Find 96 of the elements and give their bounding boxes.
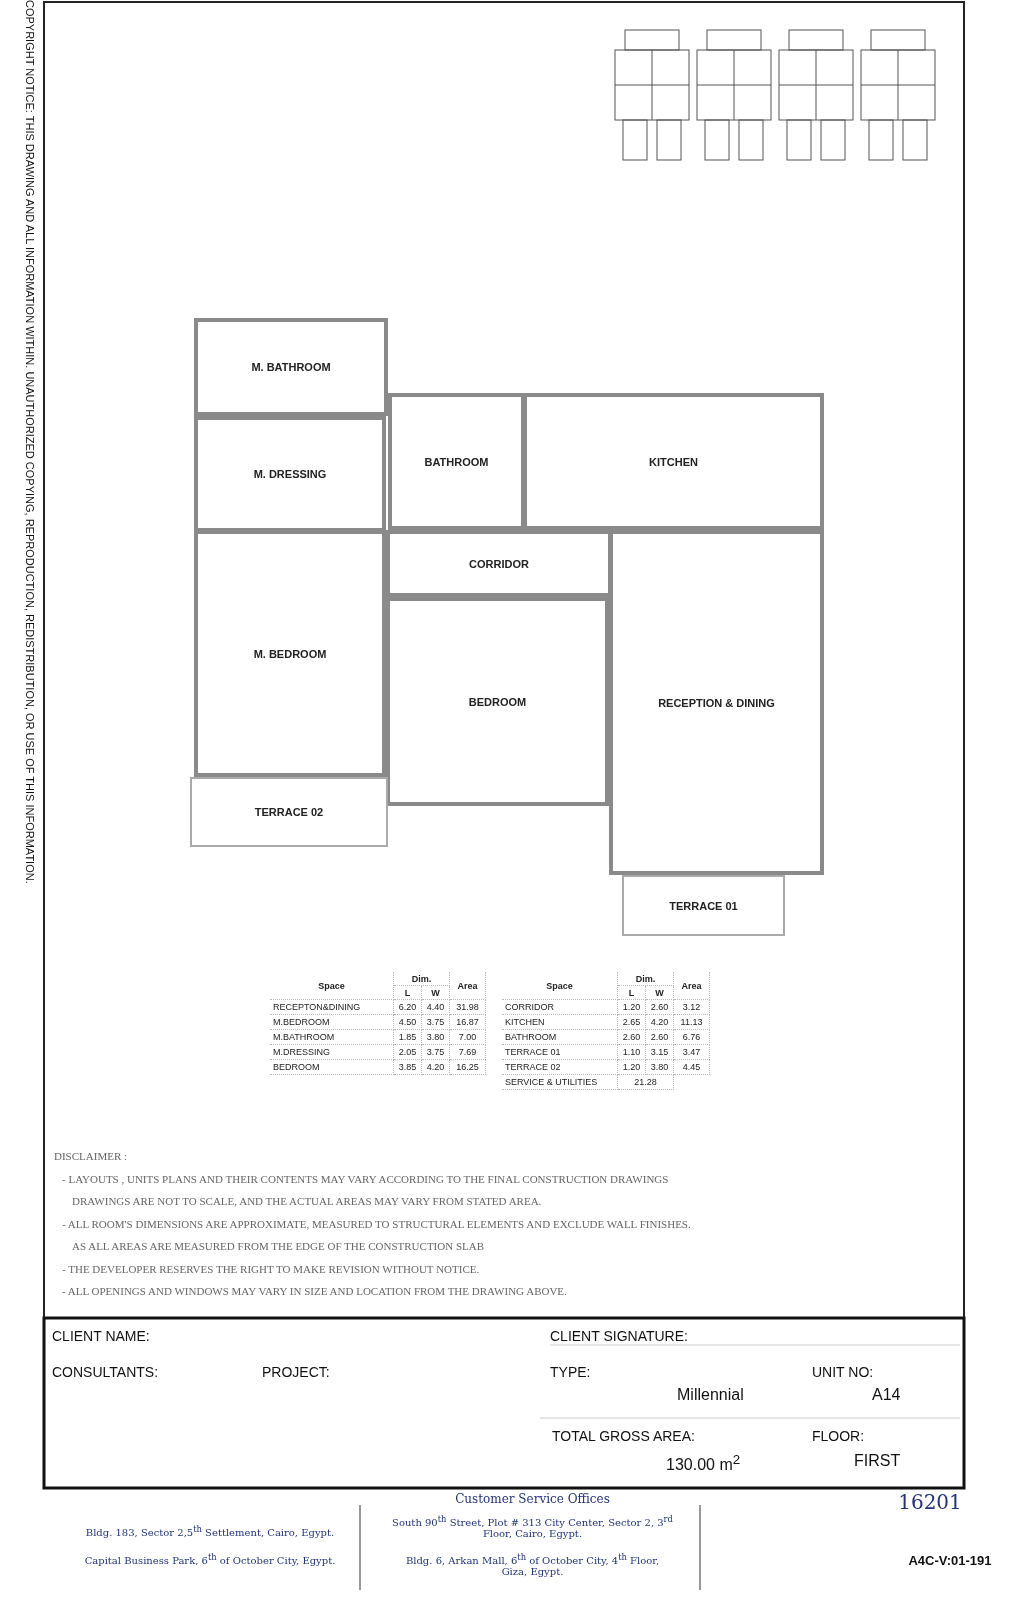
table-cell: 4.20 xyxy=(422,1060,450,1075)
field-label: UNIT NO: xyxy=(812,1364,874,1380)
address-text: Bldg. 6, Arkan Mall, 6$^{th}$ of October City, 4$^{th}$ Floor, Giza, Egypt. xyxy=(404,1552,661,1578)
table-cell: 4.20 xyxy=(646,1015,674,1030)
room-outline xyxy=(388,393,525,530)
room-label: M. BATHROOM xyxy=(251,361,331,373)
table-cell: RECEPTON&DINING xyxy=(270,1000,394,1015)
table-cell: 3.75 xyxy=(422,1015,450,1030)
room-label: CORRIDOR xyxy=(469,557,529,570)
room-label: RECEPTION & DINING xyxy=(658,696,775,709)
table-cell: 3.75 xyxy=(422,1045,450,1060)
field-value: A14 xyxy=(872,1386,901,1404)
field-label: TYPE: xyxy=(550,1364,591,1380)
table-cell: 11.13 xyxy=(674,1015,710,1030)
table-cell: 3.80 xyxy=(422,1030,450,1045)
table-cell: 2.60 xyxy=(618,1030,646,1045)
table-cell: 3.15 xyxy=(646,1045,674,1060)
field-value: Millennial xyxy=(677,1386,744,1404)
table-cell: 31.98 xyxy=(450,1000,486,1015)
address-text: Bldg. 183, Sector 2,5$^{th}$ Settlement, Cairo, Egypt. xyxy=(84,1524,336,1539)
disclaimer-text: - LAYOUTS , UNITS PLANS AND THEIR CONTENTS MAY VARY ACCORDING TO THE FINAL CONSTRUCTION DRAWINGS xyxy=(62,1172,669,1185)
table-cell: 1.10 xyxy=(618,1045,646,1060)
table-cell: 1.20 xyxy=(618,1060,646,1075)
table-cell: CORRIDOR xyxy=(502,1000,618,1015)
table-header: W xyxy=(646,986,674,1000)
table-cell: 4.40 xyxy=(422,1000,450,1015)
room-outline xyxy=(194,416,386,532)
room-label: BEDROOM xyxy=(468,695,527,708)
room-outline xyxy=(194,318,388,416)
address-text: South 90$^{th}$ Street, Plot # 313 City Center, Sector 2, 3$^{rd}$ Floor, Cairo, Egypt. xyxy=(391,1514,674,1540)
table-cell: 2.60 xyxy=(646,1000,674,1015)
table-cell: 4.45 xyxy=(674,1060,710,1075)
field-label: CLIENT NAME: xyxy=(52,1328,150,1344)
table-cell: M.BATHROOM xyxy=(270,1030,394,1045)
table-cell: 21.28 xyxy=(618,1075,674,1090)
table-cell: 16.87 xyxy=(450,1015,486,1030)
table-cell: M.DRESSING xyxy=(270,1045,394,1060)
field-label: FLOOR: xyxy=(812,1428,865,1444)
field-value: FIRST xyxy=(854,1452,901,1470)
room-label: M. DRESSING xyxy=(253,468,327,480)
disclaimer-text: - THE DEVELOPER RESERVES THE RIGHT TO MAKE REVISION WITHOUT NOTICE. xyxy=(62,1262,480,1275)
room-label: BATHROOM xyxy=(424,455,489,468)
table-cell: 1.85 xyxy=(394,1030,422,1045)
room-label: KITCHEN xyxy=(649,455,698,468)
room-outline xyxy=(523,393,824,530)
disclaimer-text: DISCLAIMER : xyxy=(54,1150,128,1162)
table-cell: 2.65 xyxy=(618,1015,646,1030)
document-code: A4C-V:01-191 xyxy=(907,1553,993,1568)
table-cell: 1.20 xyxy=(618,1000,646,1015)
table-cell: 3.12 xyxy=(674,1000,710,1015)
room-label: TERRACE 02 xyxy=(254,806,324,818)
table-cell: 3.85 xyxy=(394,1060,422,1075)
table-header: L xyxy=(618,986,646,1000)
table-cell: 6.76 xyxy=(674,1030,710,1045)
field-label: TOTAL GROSS AREA: xyxy=(552,1428,695,1444)
table-header: L xyxy=(394,986,422,1000)
table-cell: M.BEDROOM xyxy=(270,1015,394,1030)
table-cell: KITCHEN xyxy=(502,1015,618,1030)
field-label: CLIENT SIGNATURE: xyxy=(550,1328,688,1344)
hotline-number: 16201 xyxy=(897,1490,963,1514)
table-cell: 7.00 xyxy=(450,1030,486,1045)
table-header: W xyxy=(422,986,450,1000)
field-label: PROJECT: xyxy=(262,1364,330,1380)
table-cell: 3.47 xyxy=(674,1045,710,1060)
table-header: Area xyxy=(450,972,486,1000)
table-header: Space xyxy=(502,972,618,1000)
room-label: M. BEDROOM xyxy=(253,647,327,660)
table-header: Dim. xyxy=(618,972,674,986)
table-cell: 4.50 xyxy=(394,1015,422,1030)
copyright-notice: COPYRIGHT NOTICE: THIS DRAWING AND ALL INFORMATION WITHIN. UNAUTHORIZED COPYING, REPRODUCTION, REDISTRIBUTION, OR USE OF THIS INFORMATION. xyxy=(24,0,36,884)
table-cell: SERVICE & UTILITIES xyxy=(502,1075,618,1090)
terrace-outline xyxy=(190,777,388,847)
disclaimer-text: - ALL ROOM'S DIMENSIONS ARE APPROXIMATE, MEASURED TO STRUCTURAL ELEMENTS AND EXCLUDE WALL FINISHES. xyxy=(62,1217,691,1230)
table-header: Area xyxy=(674,972,710,1000)
table-cell: 2.05 xyxy=(394,1045,422,1060)
room-label: TERRACE 01 xyxy=(669,899,738,912)
table-cell: 6.20 xyxy=(394,1000,422,1015)
disclaimer-text: - ALL OPENINGS AND WINDOWS MAY VARY IN SIZE AND LOCATION FROM THE DRAWING ABOVE. xyxy=(62,1285,567,1297)
terrace-outline xyxy=(622,875,785,936)
room-outline xyxy=(194,530,386,777)
table-cell: BATHROOM xyxy=(502,1030,618,1045)
disclaimer-text: AS ALL AREAS ARE MEASURED FROM THE EDGE OF THE CONSTRUCTION SLAB xyxy=(72,1240,485,1252)
table-cell: 2.60 xyxy=(646,1030,674,1045)
table-cell: BEDROOM xyxy=(270,1060,394,1075)
table-cell: TERRACE 02 xyxy=(502,1060,618,1075)
field-label: CONSULTANTS: xyxy=(52,1364,159,1380)
table-cell: 16.25 xyxy=(450,1060,486,1075)
table-cell: 3.80 xyxy=(646,1060,674,1075)
office-heading: Customer Service Offices xyxy=(454,1492,611,1506)
table-header: Dim. xyxy=(394,972,450,986)
field-value: 130.00 m$^{2}$ xyxy=(666,1452,741,1475)
table-cell: TERRACE 01 xyxy=(502,1045,618,1060)
table-header: Space xyxy=(270,972,394,1000)
table-cell: 7.69 xyxy=(450,1045,486,1060)
address-text: Capital Business Park, 6$^{th}$ of October City, Egypt. xyxy=(83,1552,337,1567)
disclaimer-text: DRAWINGS ARE NOT TO SCALE, AND THE ACTUAL AREAS MAY VARY FROM STATED AREA. xyxy=(72,1195,542,1207)
